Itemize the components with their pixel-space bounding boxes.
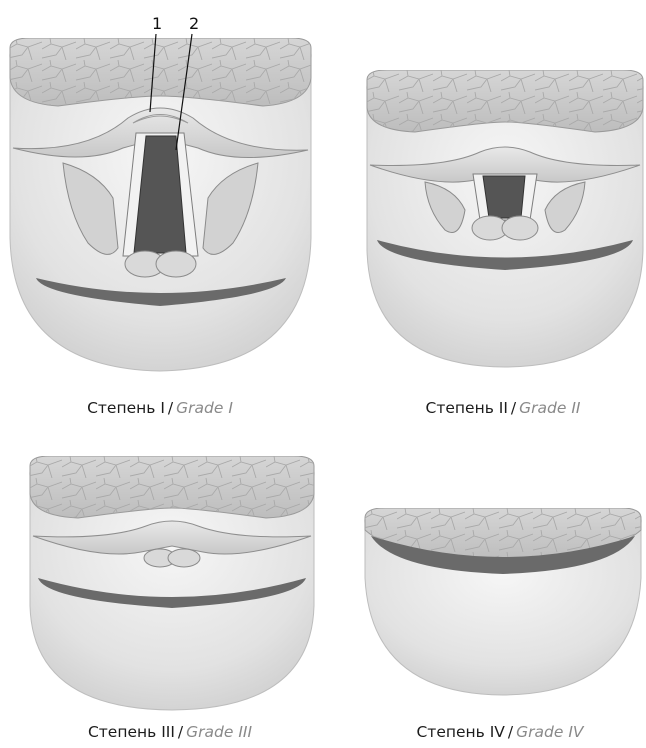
grade-4-illustration bbox=[363, 508, 643, 696]
caption-grade-2: Степень II/Grade II bbox=[343, 399, 646, 417]
caption-separator: / bbox=[168, 399, 173, 417]
caption-grade-4: Степень IV/Grade IV bbox=[340, 723, 646, 741]
caption-grade-1: Степень I/Grade I bbox=[0, 399, 320, 417]
caption-en: Grade II bbox=[519, 399, 580, 417]
caption-ru: Степень II bbox=[426, 399, 508, 417]
caption-separator: / bbox=[511, 399, 516, 417]
caption-ru: Степень III bbox=[88, 723, 175, 741]
grade-2-illustration bbox=[365, 70, 645, 368]
marker-leaders bbox=[140, 32, 200, 162]
caption-en: Grade IV bbox=[516, 723, 583, 741]
marker-1: 1 bbox=[152, 14, 162, 33]
caption-separator: / bbox=[178, 723, 183, 741]
marker-2: 2 bbox=[189, 14, 199, 33]
caption-en: Grade III bbox=[186, 723, 252, 741]
caption-grade-3: Степень III/Grade III bbox=[10, 723, 330, 741]
caption-en: Grade I bbox=[176, 399, 233, 417]
caption-ru: Степень I bbox=[87, 399, 165, 417]
caption-separator: / bbox=[508, 723, 513, 741]
caption-ru: Степень IV bbox=[416, 723, 504, 741]
grade-3-illustration bbox=[28, 456, 316, 711]
